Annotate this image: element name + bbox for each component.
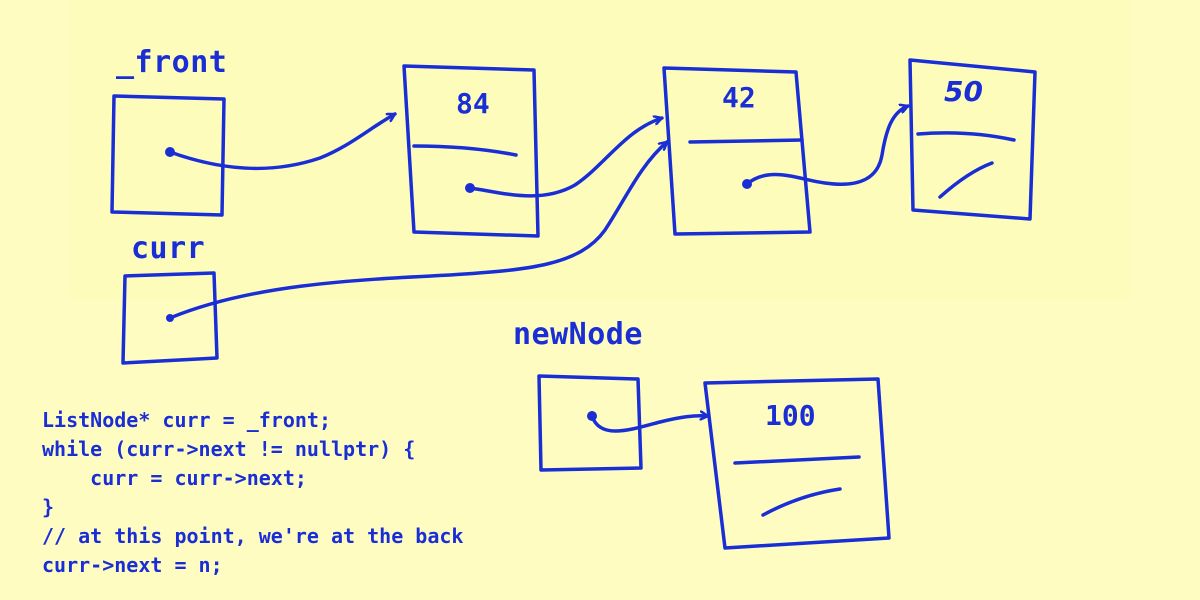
curr-pointer-dot (166, 314, 174, 322)
node-84-value: 84 (456, 87, 490, 120)
node-50-null-slash (938, 161, 994, 199)
front-label: _front (116, 45, 228, 80)
node-84-divider (412, 144, 518, 157)
code-line: while (curr->next != nullptr) { (42, 437, 416, 461)
curr-pointer-box (121, 271, 219, 365)
code-line: } (42, 495, 55, 519)
code-line: ListNode* curr = _front; (42, 408, 331, 432)
code-line: curr->next = n; (42, 553, 223, 577)
node-42-box (662, 66, 812, 236)
code-line: curr = curr->next; (42, 466, 307, 490)
arrow-42-to-50 (745, 106, 910, 186)
code-line: // at this point, we're at the back (42, 524, 464, 548)
node-100-null-slash (761, 487, 842, 517)
node-100-box (703, 377, 891, 550)
node-42-divider (688, 138, 804, 144)
newnode-pointer-box (537, 374, 643, 472)
node-100-value: 100 (765, 399, 816, 432)
front-pointer-box (110, 94, 226, 217)
node-84-box (402, 64, 540, 238)
arrow-front-to-84 (168, 112, 397, 171)
node-100-divider (733, 455, 861, 465)
node-42-next-dot (742, 179, 752, 189)
node-42-value: 42 (722, 81, 756, 114)
newnode-pointer-dot (587, 411, 597, 421)
node-50-box (908, 58, 1037, 221)
node-50-value: 50 (944, 75, 983, 108)
arrow-84-to-42 (468, 118, 664, 198)
curr-label: curr (131, 231, 206, 266)
node-84-next-dot (465, 183, 475, 193)
code-snippet: ListNode* curr = _front; while (curr->ne… (42, 406, 463, 580)
arrow-newnode-to-100 (590, 416, 710, 433)
front-pointer-dot (165, 147, 175, 157)
newnode-label: newNode (513, 317, 643, 352)
node-50-divider (916, 131, 1016, 142)
background-panel (70, 0, 1130, 300)
arrow-curr-to-42 (168, 140, 669, 320)
